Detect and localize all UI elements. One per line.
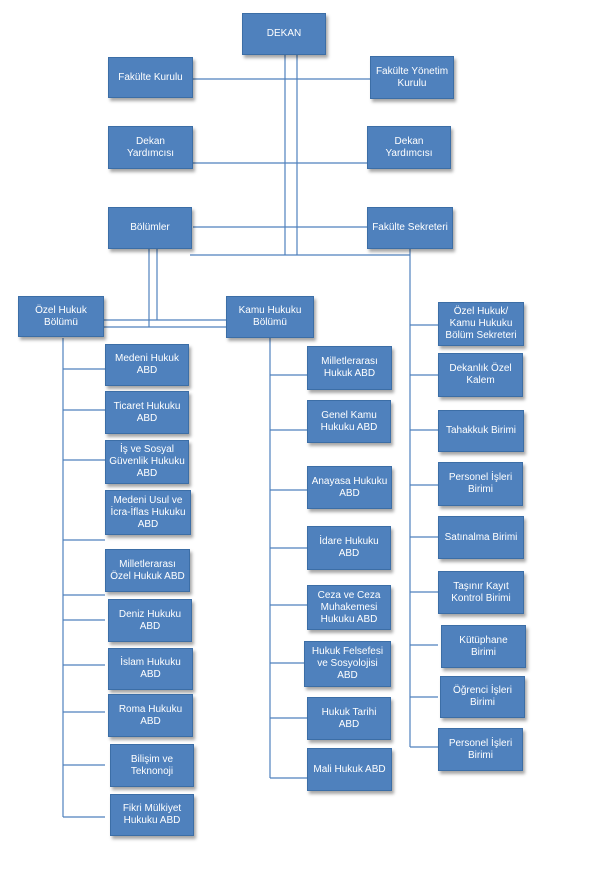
ozel-hukuk-item: Milletlerarası Özel Hukuk ABD	[105, 549, 190, 592]
fakulte-sekreteri-box: Fakülte Sekreteri	[367, 207, 453, 249]
dekan-yardimcisi-left-box: Dekan Yardımcısı	[108, 126, 193, 169]
kamu-hukuku-item: Genel Kamu Hukuku ABD	[307, 400, 391, 443]
kamu-hukuku-item: Anayasa Hukuku ABD	[307, 466, 392, 509]
ozel-hukuk-item: Medeni Hukuk ABD	[105, 344, 189, 386]
sekreterlik-item: Taşınır Kayıt Kontrol Birimi	[438, 571, 524, 614]
ozel-hukuk-item: İş ve Sosyal Güvenlik Hukuku ABD	[105, 440, 189, 484]
ozel-hukuk-item: Medeni Usul ve İcra-İflas Hukuku ABD	[105, 490, 191, 535]
kamu-hukuku-item: Hukuk Felsefesi ve Sosyolojisi ABD	[304, 641, 391, 687]
sekreterlik-item: Öğrenci İşleri Birimi	[440, 676, 525, 718]
ozel-hukuk-item: Roma Hukuku ABD	[108, 694, 193, 737]
kamu-hukuku-bolumu-box: Kamu Hukuku Bölümü	[226, 296, 314, 338]
sekreterlik-item: Dekanlık Özel Kalem	[438, 353, 523, 397]
fakulte-yonetim-kurulu-box: Fakülte Yönetim Kurulu	[370, 56, 454, 99]
kamu-hukuku-item: Hukuk Tarihi ABD	[307, 697, 391, 740]
ozel-hukuk-item: Bilişim ve Teknonoji	[110, 744, 194, 787]
kamu-hukuku-item: İdare Hukuku ABD	[307, 526, 391, 570]
sekreterlik-item: Satınalma Birimi	[438, 516, 524, 559]
ozel-hukuk-item: Fikri Mülkiyet Hukuku ABD	[110, 794, 194, 836]
sekreterlik-item: Personel İşleri Birimi	[438, 728, 523, 771]
ozel-hukuk-bolumu-box: Özel Hukuk Bölümü	[18, 296, 104, 337]
ozel-hukuk-item: İslam Hukuku ABD	[108, 648, 193, 690]
sekreterlik-item: Personel İşleri Birimi	[438, 462, 523, 506]
kamu-hukuku-item: Milletlerarası Hukuk ABD	[307, 346, 392, 390]
ozel-hukuk-item: Deniz Hukuku ABD	[108, 599, 192, 642]
kamu-hukuku-item: Mali Hukuk ABD	[307, 748, 392, 791]
dekan-yardimcisi-right-box: Dekan Yardımcısı	[367, 126, 451, 169]
sekreterlik-item: Özel Hukuk/ Kamu Hukuku Bölüm Sekreteri	[438, 302, 524, 346]
dekan-box: DEKAN	[242, 13, 326, 55]
sekreterlik-item: Kütüphane Birimi	[441, 625, 526, 668]
bolumler-box: Bölümler	[108, 207, 192, 249]
kamu-hukuku-item: Ceza ve Ceza Muhakemesi Hukuku ABD	[307, 585, 391, 630]
sekreterlik-item: Tahakkuk Birimi	[438, 410, 524, 452]
fakulte-kurulu-box: Fakülte Kurulu	[108, 57, 193, 98]
ozel-hukuk-item: Ticaret Hukuku ABD	[105, 391, 189, 434]
